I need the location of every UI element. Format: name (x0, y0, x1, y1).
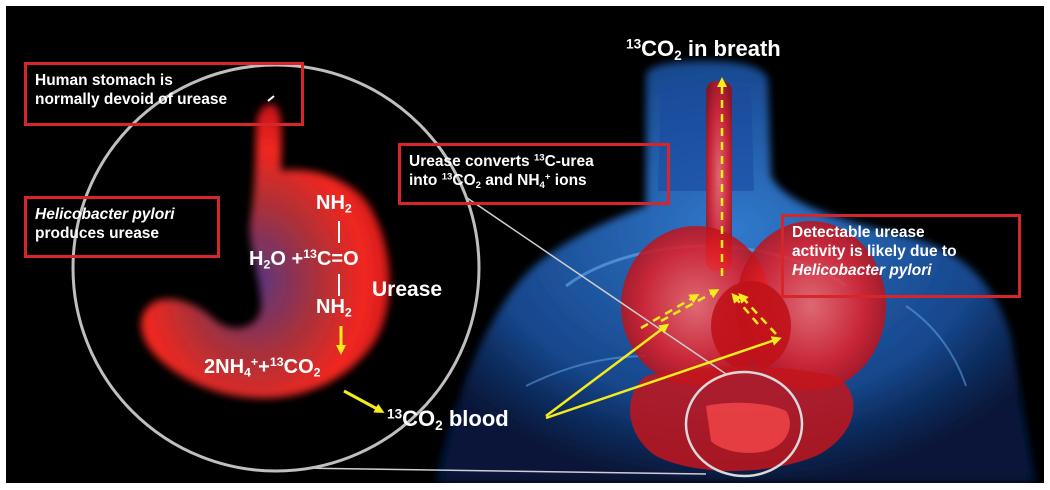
stomach-fact-line2: normally devoid of urease (35, 91, 228, 108)
hpylori-line1: Helicobacter pylori (35, 206, 175, 223)
hpylori-box: Helicobacter pylori produces urease (24, 196, 220, 258)
blood-arrow-1 (545, 323, 670, 417)
lung-arrow-left-2 (660, 289, 720, 323)
nh2-top: NH2 (316, 192, 352, 216)
products: 2NH4++13CO2 (204, 355, 321, 380)
stomach-illustration (141, 95, 390, 399)
blood-arrow-3 (545, 336, 782, 420)
diagram-artwork (71, 61, 1036, 483)
stomach-fact-box: Human stomach is normally devoid of urea… (24, 62, 304, 126)
detect-line1: Detectable urease (792, 224, 925, 241)
nh2-bottom: NH2 (316, 296, 352, 320)
urease-label: Urease (372, 278, 443, 301)
lung-arrow-left-1 (640, 293, 700, 330)
h2o-co: H2O +13C=O (249, 247, 359, 272)
blood-label: 13CO2 blood (387, 406, 509, 434)
stomach-highlight-circle (684, 370, 804, 478)
urease-convert-box: Urease converts 13C-urea into 13CO2 and … (398, 143, 670, 205)
convert-line2: into 13CO2 and NH4+ ions (409, 171, 587, 191)
detect-line3: Helicobacter pylori (792, 262, 932, 279)
diagram-frame: 13CO2 in breath Human stomach is normall… (6, 6, 1044, 483)
to-blood-arrow (343, 389, 385, 413)
detect-line2: activity is likely due to (792, 243, 957, 260)
detectable-box: Detectable urease activity is likely due… (781, 214, 1021, 298)
stomach-fact-line1: Human stomach is (35, 72, 173, 89)
lung-arrow-right-2 (731, 292, 759, 325)
breath-title: 13CO2 in breath (626, 36, 781, 64)
lung-arrow-right-1 (738, 293, 777, 335)
hpylori-line2: produces urease (35, 225, 160, 242)
zoom-line-bottom (295, 467, 707, 475)
convert-line1: Urease converts 13C-urea (409, 152, 594, 170)
